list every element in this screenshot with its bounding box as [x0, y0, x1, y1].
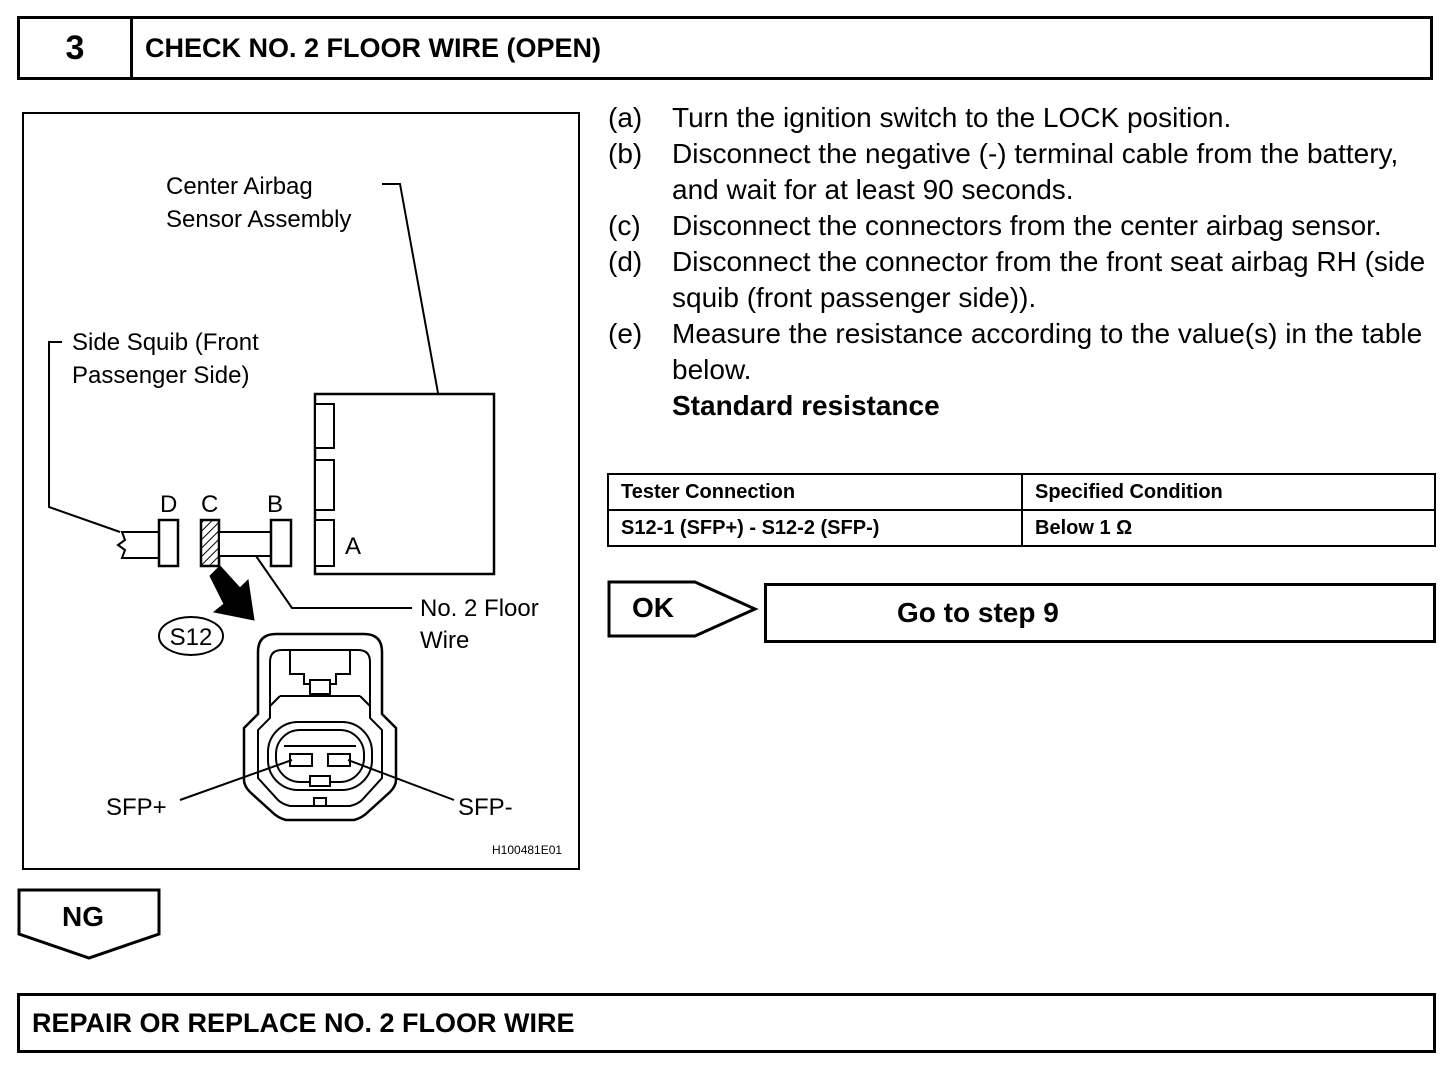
connector-b-label: B [267, 491, 283, 518]
floor-wire-leader [255, 555, 412, 609]
s12-latch-side [269, 695, 371, 707]
instruction-text: Turn the ignition switch to the LOCK pos… [672, 102, 1232, 133]
side-squib-leader [48, 341, 121, 533]
squib-plug [116, 531, 160, 559]
table-cell: Below 1 Ω [1021, 509, 1436, 547]
connector-a-label: A [345, 533, 361, 560]
s12-key [309, 775, 331, 787]
instruction-letter: (d) [608, 246, 643, 277]
side-squib-label-line1: Side Squib (Front [72, 329, 259, 356]
sensor-slot-2 [314, 459, 335, 511]
sfp-minus-label: SFP- [458, 794, 513, 821]
instruction-item: (c) Disconnect the connectors from the c… [608, 208, 1438, 244]
table-header-row: Tester Connection Specified Condition [607, 473, 1436, 511]
instruction-text: Measure the resistance according to the … [672, 318, 1423, 385]
instruction-item: (e) Measure the resistance according to … [608, 316, 1438, 388]
step-number: 3 [20, 19, 133, 77]
ng-label: NG [62, 901, 104, 932]
sensor-slot-a [314, 519, 335, 567]
instruction-letter: (e) [608, 318, 643, 349]
disconnect-arrow-icon [209, 565, 255, 621]
connector-id-label: S12 [170, 624, 213, 651]
ok-action-box: Go to step 9 [764, 583, 1436, 643]
sensor-slot-1 [314, 403, 335, 449]
instruction-item: (a) Turn the ignition switch to the LOCK… [608, 100, 1438, 136]
center-airbag-label-line2: Sensor Assembly [166, 206, 351, 233]
instruction-letter: (a) [608, 102, 643, 133]
sfp-plus-label: SFP+ [106, 794, 167, 821]
floor-wire-label-line1: No. 2 Floor [420, 595, 539, 622]
ok-label: OK [632, 592, 674, 623]
step-header: 3 CHECK NO. 2 FLOOR WIRE (OPEN) [17, 16, 1433, 80]
step-title: CHECK NO. 2 FLOOR WIRE (OPEN) [145, 32, 602, 63]
instruction-list: (a) Turn the ignition switch to the LOCK… [608, 100, 1438, 424]
connector-id-badge [158, 616, 224, 656]
connector-d-label: D [160, 491, 177, 518]
floor-wire-body [218, 531, 272, 557]
center-airbag-sensor-body [313, 392, 496, 576]
connector-c-label: C [201, 491, 218, 518]
ok-arrow-icon [607, 580, 759, 638]
table-row: S12-1 (SFP+) - S12-2 (SFP-) Below 1 Ω [607, 509, 1436, 547]
standard-resistance-heading: Standard resistance [672, 390, 940, 421]
connector-diagram: Center Airbag Sensor Assembly A Side Squ… [22, 112, 580, 870]
side-squib-label-line2: Passenger Side) [72, 362, 249, 389]
s12-connector-inner [257, 649, 383, 807]
s12-bottom-notch [313, 797, 327, 807]
sfp-minus-leader [347, 759, 455, 801]
connector-d [157, 518, 180, 568]
table-header-cell: Tester Connection [607, 473, 1023, 511]
connector-c [199, 518, 221, 568]
center-airbag-label-line1: Center Airbag [166, 173, 313, 200]
ng-action-box: REPAIR OR REPLACE NO. 2 FLOOR WIRE [17, 993, 1436, 1053]
ok-action-text: Go to step 9 [897, 597, 1059, 628]
instruction-letter: (b) [608, 138, 643, 169]
center-airbag-leader [382, 183, 439, 394]
floor-wire-label-line2: Wire [420, 627, 469, 654]
instruction-text: Disconnect the connector from the front … [672, 246, 1426, 313]
ng-arrow-icon [17, 888, 161, 960]
terminal-sfp-plus [289, 753, 313, 767]
terminal-sfp-minus [327, 753, 351, 767]
resistance-spec-table: Tester Connection Specified Condition S1… [607, 473, 1436, 547]
instruction-item: (b) Disconnect the negative (-) terminal… [608, 136, 1438, 208]
table-header-cell: Specified Condition [1021, 473, 1436, 511]
instruction-text: Disconnect the negative (-) terminal cab… [672, 138, 1399, 205]
figure-code: H100481E01 [492, 843, 562, 857]
instruction-item: (d) Disconnect the connector from the fr… [608, 244, 1438, 316]
s12-latch-tab [309, 679, 331, 695]
instruction-text: Disconnect the connectors from the cente… [672, 210, 1382, 241]
instruction-letter: (c) [608, 210, 641, 241]
connector-b [269, 518, 293, 568]
table-cell: S12-1 (SFP+) - S12-2 (SFP-) [607, 509, 1023, 547]
sfp-plus-leader [179, 759, 293, 801]
